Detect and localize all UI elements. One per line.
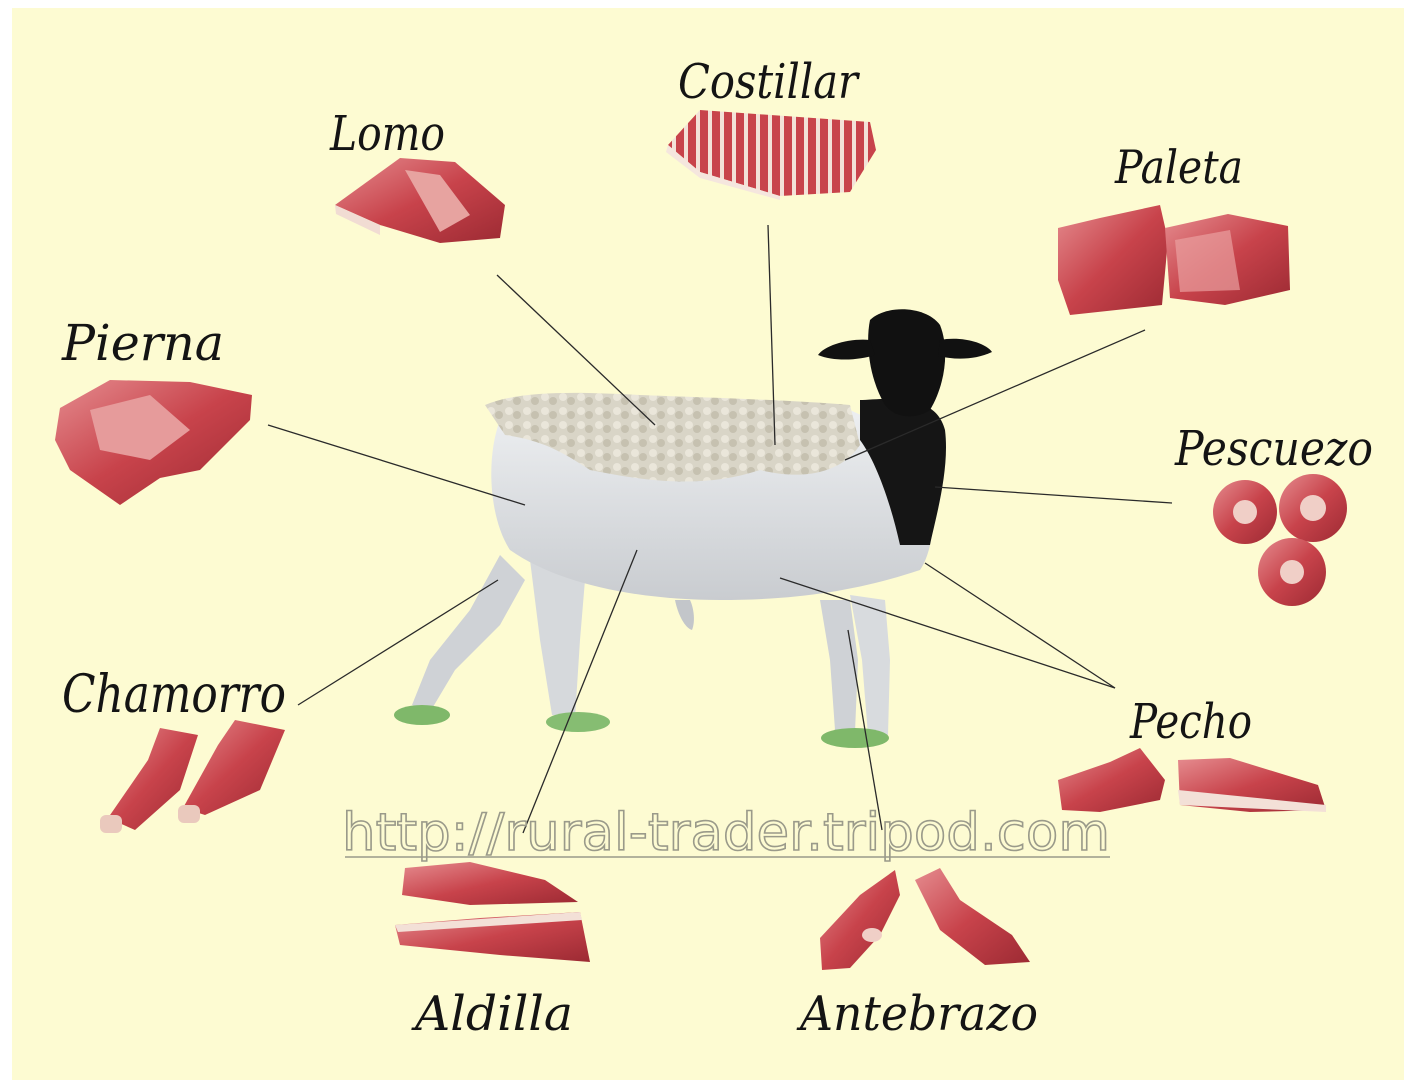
watermark-url: http://rural-trader.tripod.com [342,803,1110,863]
label-paleta: Paleta [1114,140,1243,194]
label-pescuezo: Pescuezo [1174,421,1373,477]
leader-line-pescuezo [935,487,1172,503]
lamb-illustration [394,309,992,748]
meat-cut-pierna-image [55,380,252,505]
leader-line-pierna [268,425,525,505]
meat-cut-pescuezo-image [1213,474,1347,606]
label-antebrazo: Antebrazo [796,986,1038,1042]
label-pecho: Pecho [1129,694,1252,750]
meat-cut-antebrazo-image [820,868,1030,970]
meat-cut-paleta-image [1058,205,1290,315]
meat-cut-costillar-image [666,110,876,200]
lamb-underbelly [675,600,694,630]
lamb-hind-leg-front [530,560,585,718]
lamb-ear-right [938,339,992,359]
label-costillar: Costillar [678,54,861,110]
meat-cut-chamorro-image [100,720,285,833]
grass-tuft [394,705,450,725]
label-chamorro: Chamorro [62,665,286,725]
grass-tuft [546,712,610,732]
label-aldilla: Aldilla [411,986,573,1042]
lamb-ear-left [818,340,875,360]
meat-cut-lomo-image [335,158,505,243]
leader-line-pecho-2 [925,563,1115,688]
lamb-hind-leg-back [412,555,525,712]
grass-tuft [821,728,889,748]
lamb-fore-leg-back [820,600,858,732]
label-pierna: Pierna [61,314,224,372]
meat-cut-aldilla-image [395,862,590,962]
label-lomo: Lomo [329,106,445,162]
